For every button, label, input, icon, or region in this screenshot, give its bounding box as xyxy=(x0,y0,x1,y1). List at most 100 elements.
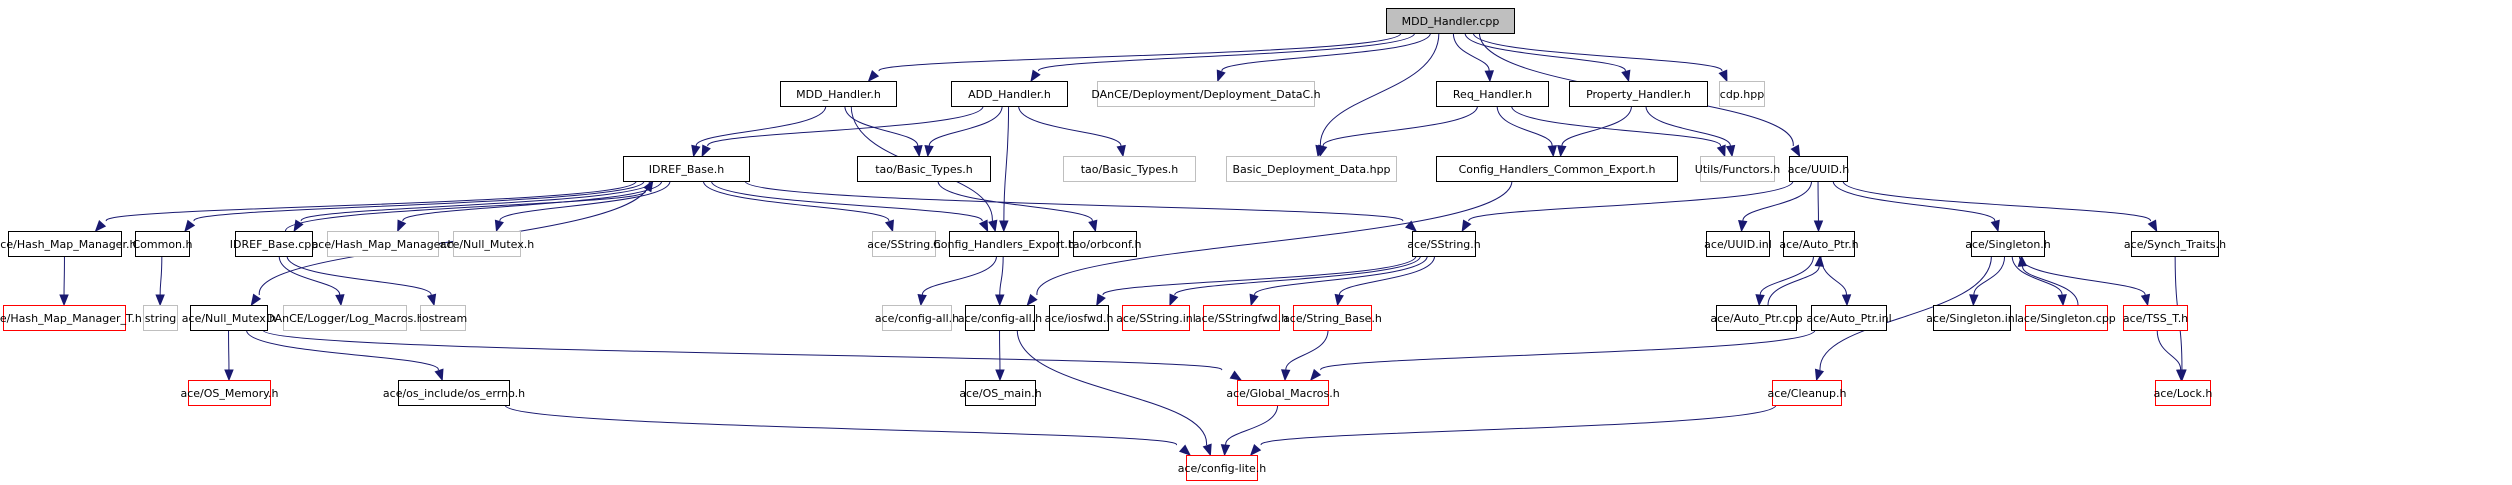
edge-line xyxy=(1767,265,1820,306)
graph-node[interactable]: ace/config-all.h xyxy=(958,305,1042,331)
graph-node[interactable]: ace/UUID.h xyxy=(1788,156,1850,182)
edge-line xyxy=(710,180,983,222)
graph-node[interactable]: ace/UUID.inl xyxy=(1704,231,1772,257)
graph-node: ace/Null_Mutex.h xyxy=(440,231,534,257)
graph-node[interactable]: ace/OS_main.h xyxy=(959,380,1042,406)
graph-node: DAnCE/Logger/Log_Macros.h xyxy=(266,305,424,331)
graph-node[interactable]: ace/Synch_Traits.h xyxy=(2124,231,2226,257)
graph-node[interactable]: IDREF_Base.cpp xyxy=(230,231,318,257)
graph-node[interactable]: ace/Cleanup.h xyxy=(1768,380,1847,406)
graph-node[interactable]: ace/Auto_Ptr.inl xyxy=(1806,305,1892,331)
node-box xyxy=(1063,156,1196,182)
graph-node[interactable]: ADD_Handler.h xyxy=(951,81,1068,107)
graph-node[interactable]: ace/TSS_T.h xyxy=(2123,305,2188,331)
node-label: ace/Singleton.cpp xyxy=(2017,312,2116,325)
edge-line xyxy=(1003,105,1010,222)
graph-edge xyxy=(293,180,654,233)
node-box xyxy=(951,81,1068,107)
edge-line xyxy=(1759,255,1814,296)
node-label: ace/OS_main.h xyxy=(959,387,1041,400)
edge-line xyxy=(1973,255,2006,296)
graph-edge xyxy=(1820,255,1852,307)
graph-node[interactable]: ace/SStringfwd.h xyxy=(1195,305,1288,331)
graph-node[interactable]: ace/Singleton.inl xyxy=(1926,305,2018,331)
graph-node[interactable]: ace/OS_Memory.h xyxy=(180,380,279,406)
arrow-head-icon xyxy=(1249,293,1259,307)
graph-node[interactable]: Config_Handlers_Export.h xyxy=(933,231,1075,257)
node-box xyxy=(190,305,268,331)
graph-node[interactable]: ace/Singleton.cpp xyxy=(2017,305,2116,331)
edge-line xyxy=(262,329,1222,371)
graph-node[interactable]: tao/orbconf.h xyxy=(1068,231,1142,257)
node-label: Utils/Functors.h xyxy=(1695,163,1780,176)
graph-node[interactable]: Req_Handler.h xyxy=(1436,81,1549,107)
edge-line xyxy=(1842,180,2151,222)
arrow-head-icon xyxy=(397,219,407,233)
graph-node[interactable]: MDD_Handler.cpp xyxy=(1386,8,1515,34)
node-label: MDD_Handler.h xyxy=(796,88,881,101)
arrow-head-icon xyxy=(1116,144,1126,158)
graph-node[interactable]: ace/Lock.h xyxy=(2154,380,2213,406)
node-label: ace/SString.h xyxy=(867,238,941,251)
edge-line xyxy=(2156,329,2182,371)
graph-node[interactable]: IDREF_Base.h xyxy=(623,156,750,182)
edge-line xyxy=(105,180,637,222)
node-box xyxy=(965,305,1035,331)
graph-node[interactable]: ace/Singleton.h xyxy=(1965,231,2051,257)
graph-node[interactable]: ace/String_Base.h xyxy=(1283,305,1382,331)
node-box xyxy=(1293,305,1372,331)
graph-node[interactable]: ace/Null_Mutex.h xyxy=(182,305,276,331)
node-label: ace/Singleton.h xyxy=(1965,238,2051,251)
node-label: ace/Hash_Map_Manager.h xyxy=(312,238,455,251)
graph-edge xyxy=(1842,180,2158,233)
edge-line xyxy=(285,190,646,232)
graph-node[interactable]: ace/iosfwd.h xyxy=(1045,305,1114,331)
graph-edge xyxy=(1249,255,1428,307)
graph-node[interactable]: ace/Hash_Map_Manager.h xyxy=(0,231,136,257)
node-box xyxy=(1971,231,2045,257)
arrow-head-icon xyxy=(1169,293,1179,307)
arrow-head-icon xyxy=(1096,293,1106,307)
graph-edge xyxy=(59,255,69,307)
edge-line xyxy=(1102,255,1417,296)
node-box xyxy=(1783,231,1855,257)
arrow-head-icon xyxy=(1405,220,1418,232)
arrow-head-icon xyxy=(917,293,927,307)
graph-node[interactable]: Common.h xyxy=(132,231,193,257)
graph-edge xyxy=(184,180,645,233)
graph-node[interactable]: Config_Handlers_Common_Export.h xyxy=(1436,156,1678,182)
edge-line xyxy=(937,180,1093,222)
arrow-head-icon xyxy=(2140,293,2151,307)
graph-node[interactable]: ace/Auto_Ptr.h xyxy=(1779,231,1859,257)
arrow-head-icon xyxy=(1738,220,1748,233)
arrow-head-icon xyxy=(999,220,1009,233)
edge-line xyxy=(1018,105,1122,147)
edge-line xyxy=(1645,105,1731,147)
arrow-head-icon xyxy=(884,219,894,233)
node-label: ace/config-all.h xyxy=(875,312,959,325)
graph-node[interactable]: MDD_Handler.h xyxy=(780,81,897,107)
node-box xyxy=(965,380,1036,406)
arrow-head-icon xyxy=(1621,69,1631,83)
graph-node[interactable]: ace/Auto_Ptr.cpp xyxy=(1710,305,1803,331)
graph-edge xyxy=(285,179,654,232)
node-label: ace/Null_Mutex.h xyxy=(182,312,276,325)
graph-edge xyxy=(1755,255,1814,307)
arrow-head-icon xyxy=(1716,144,1726,158)
edge-line xyxy=(1016,329,1208,446)
node-label: Config_Handlers_Export.h xyxy=(933,238,1075,251)
node-label: ace/config-all.h xyxy=(958,312,1042,325)
graph-node[interactable]: ace/os_include/os_errno.h xyxy=(383,380,525,406)
graph-node[interactable]: ace/config-lite.h xyxy=(1178,455,1267,481)
graph-node[interactable]: tao/Basic_Types.h xyxy=(857,156,991,182)
arrow-head-icon xyxy=(1813,220,1824,233)
graph-node[interactable]: ace/SString.inl xyxy=(1116,305,1196,331)
graph-edge xyxy=(744,180,1418,232)
node-label: ace/Synch_Traits.h xyxy=(2124,238,2226,251)
node-label: ace/Hash_Map_Manager.h xyxy=(0,238,136,251)
graph-node[interactable]: ace/Hash_Map_Manager_T.h xyxy=(0,305,142,331)
graph-node[interactable]: ace/Global_Macros.h xyxy=(1226,380,1340,406)
graph-node[interactable]: ace/SString.h xyxy=(1407,231,1481,257)
graph-node[interactable]: Property_Handler.h xyxy=(1569,81,1708,107)
node-label: ace/Global_Macros.h xyxy=(1226,387,1339,400)
